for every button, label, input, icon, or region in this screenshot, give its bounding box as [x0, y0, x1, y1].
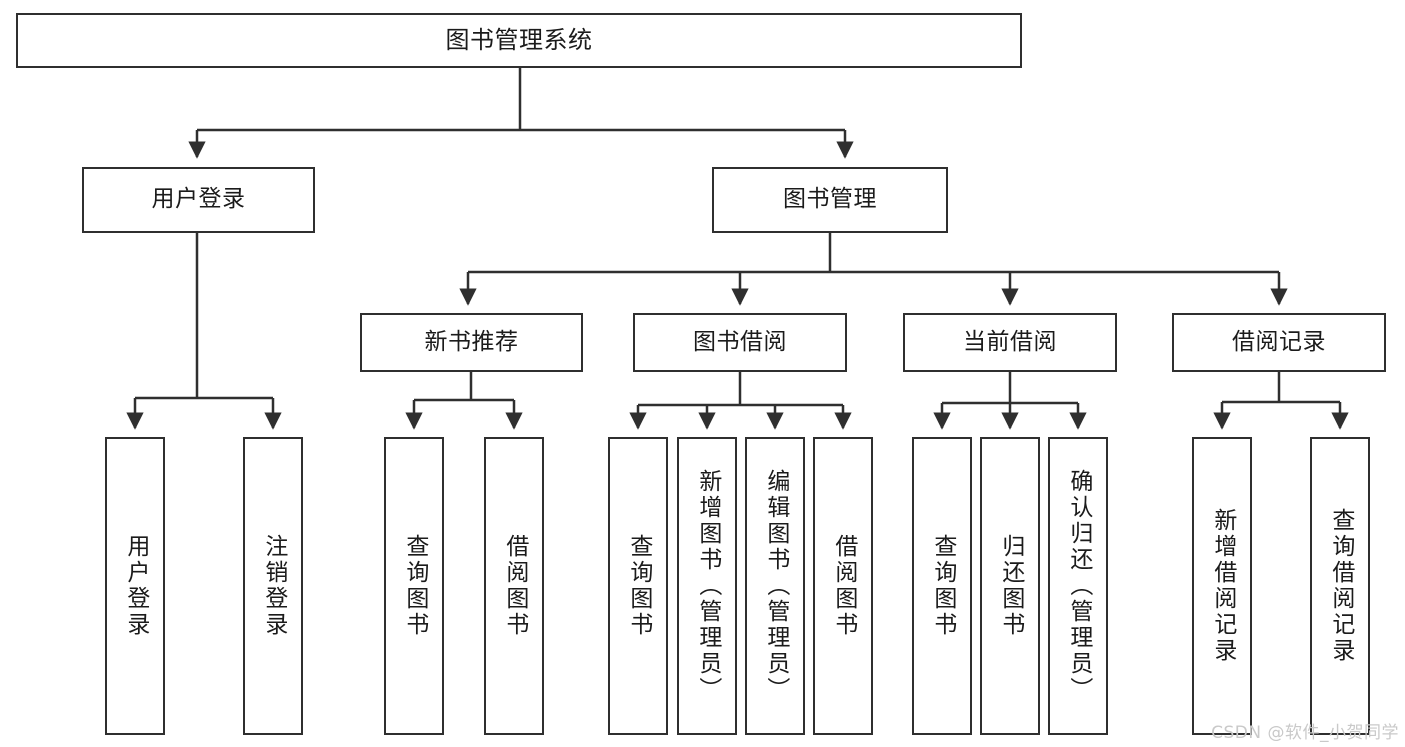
leaf-add-book-admin[interactable]: 新增图书（管理员）	[677, 437, 737, 735]
leaf-user-login[interactable]: 用户登录	[105, 437, 165, 735]
leaf-query-book-new[interactable]: 查询图书	[384, 437, 444, 735]
node-label: 查询图书	[401, 534, 428, 638]
node-label: 图书管理系统	[445, 26, 593, 55]
node-label: 注销登录	[260, 534, 287, 638]
leaf-borrow-book-new[interactable]: 借阅图书	[484, 437, 544, 735]
leaf-logout-login[interactable]: 注销登录	[243, 437, 303, 735]
node-label: 图书借阅	[693, 328, 787, 355]
node-book-management[interactable]: 图书管理	[712, 167, 948, 233]
node-label: 编辑图书（管理员）	[762, 469, 789, 703]
node-label: 用户登录	[122, 534, 149, 638]
node-label: 新增借阅记录	[1209, 508, 1236, 664]
leaf-query-book-current[interactable]: 查询图书	[912, 437, 972, 735]
node-user-login[interactable]: 用户登录	[82, 167, 315, 233]
node-label: 借阅图书	[830, 534, 857, 638]
node-root-system[interactable]: 图书管理系统	[16, 13, 1022, 68]
node-label: 借阅图书	[501, 534, 528, 638]
leaf-query-book-borrow[interactable]: 查询图书	[608, 437, 668, 735]
node-label: 新增图书（管理员）	[694, 469, 721, 703]
node-label: 归还图书	[997, 534, 1024, 638]
leaf-query-borrow-record[interactable]: 查询借阅记录	[1310, 437, 1370, 735]
leaf-edit-book-admin[interactable]: 编辑图书（管理员）	[745, 437, 805, 735]
leaf-add-borrow-record[interactable]: 新增借阅记录	[1192, 437, 1252, 735]
leaf-confirm-return-admin[interactable]: 确认归还（管理员）	[1048, 437, 1108, 735]
node-label: 确认归还（管理员）	[1065, 469, 1092, 703]
node-label: 查询图书	[625, 534, 652, 638]
leaf-borrow-book[interactable]: 借阅图书	[813, 437, 873, 735]
node-label: 用户登录	[151, 186, 246, 213]
leaf-return-book[interactable]: 归还图书	[980, 437, 1040, 735]
node-new-book-recommend[interactable]: 新书推荐	[360, 313, 583, 372]
node-label: 查询借阅记录	[1327, 508, 1354, 664]
node-borrow-record[interactable]: 借阅记录	[1172, 313, 1386, 372]
node-label: 图书管理	[783, 186, 877, 213]
node-label: 查询图书	[929, 534, 956, 638]
node-label: 借阅记录	[1232, 328, 1326, 355]
node-current-borrow[interactable]: 当前借阅	[903, 313, 1117, 372]
node-label: 新书推荐	[424, 328, 519, 355]
node-book-borrow[interactable]: 图书借阅	[633, 313, 847, 372]
node-label: 当前借阅	[963, 328, 1057, 355]
